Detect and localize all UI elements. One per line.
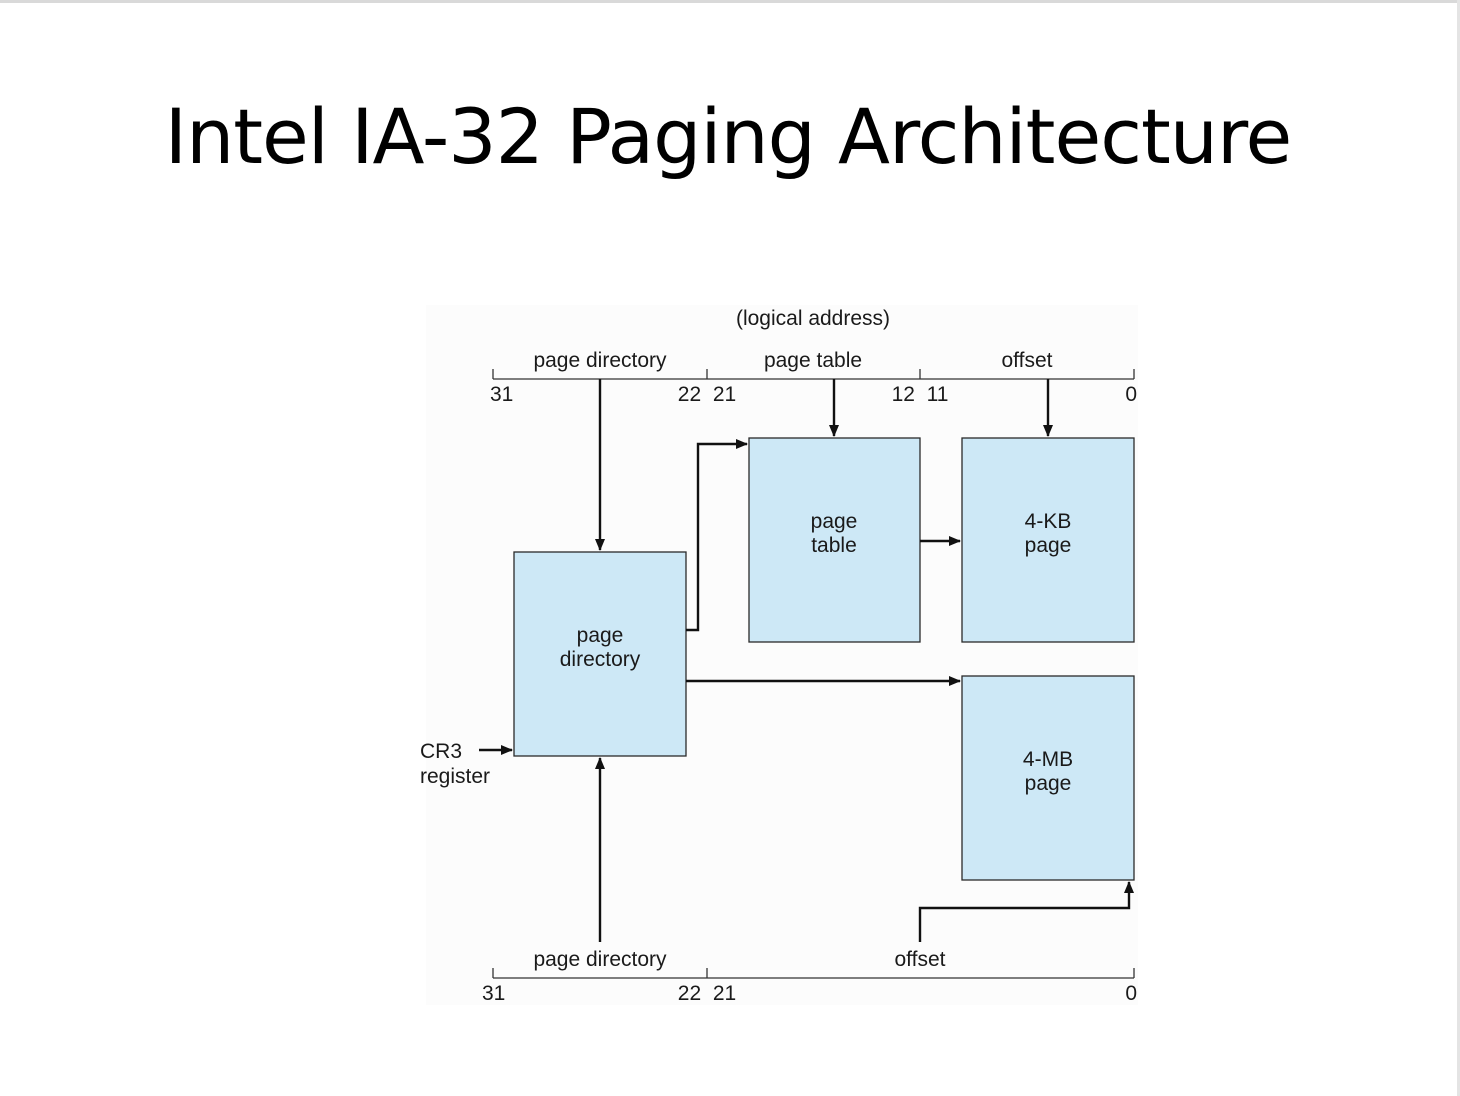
top-bit-22-21: 22 21 xyxy=(678,383,736,406)
page-4mb-box: 4-MB page xyxy=(961,675,1135,881)
slide-title: Intel IA-32 Paging Architecture xyxy=(164,92,1293,181)
page-4mb-label-1: 4-MB xyxy=(1023,748,1073,771)
top-address-register: page directory page table offset 31 22 2… xyxy=(490,349,1137,406)
bottom-bit-31: 31 xyxy=(482,982,505,1005)
bottom-address-register: page directory offset 31 22 21 0 xyxy=(482,948,1137,1005)
page-4mb-label-2: page xyxy=(1025,772,1072,795)
cr3-register-label: register xyxy=(420,765,490,788)
page-table-label-1: page xyxy=(811,510,858,533)
top-bit-31: 31 xyxy=(490,383,513,406)
page-4kb-label-1: 4-KB xyxy=(1025,510,1072,533)
page-4kb-label-2: page xyxy=(1025,534,1072,557)
top-bit-12-11: 12 11 xyxy=(892,383,949,406)
top-bit-0: 0 xyxy=(1125,383,1137,406)
page-directory-box: page directory xyxy=(513,551,687,757)
top-field-page-table: page table xyxy=(764,349,862,372)
arrow-page-directory-to-page-table xyxy=(686,439,748,632)
logical-address-label: (logical address) xyxy=(736,307,890,330)
slide-right-border xyxy=(1457,0,1460,1096)
slide-top-border xyxy=(0,0,1460,3)
bottom-field-page-directory: page directory xyxy=(533,948,667,971)
page-directory-label-1: page xyxy=(577,624,624,647)
top-field-offset: offset xyxy=(1002,349,1053,372)
page-4kb-box: 4-KB page xyxy=(961,437,1135,643)
cr3-label: CR3 xyxy=(420,740,462,763)
top-field-page-directory: page directory xyxy=(533,349,667,372)
bottom-bit-0: 0 xyxy=(1125,982,1137,1005)
page-directory-label-2: directory xyxy=(560,648,641,671)
bottom-field-offset: offset xyxy=(895,948,946,971)
page-table-label-2: table xyxy=(811,534,857,557)
bottom-bit-22-21: 22 21 xyxy=(678,982,736,1005)
arrow-bottom-offset-to-4mb-page xyxy=(918,881,1134,942)
page-table-box: page table xyxy=(748,437,921,643)
